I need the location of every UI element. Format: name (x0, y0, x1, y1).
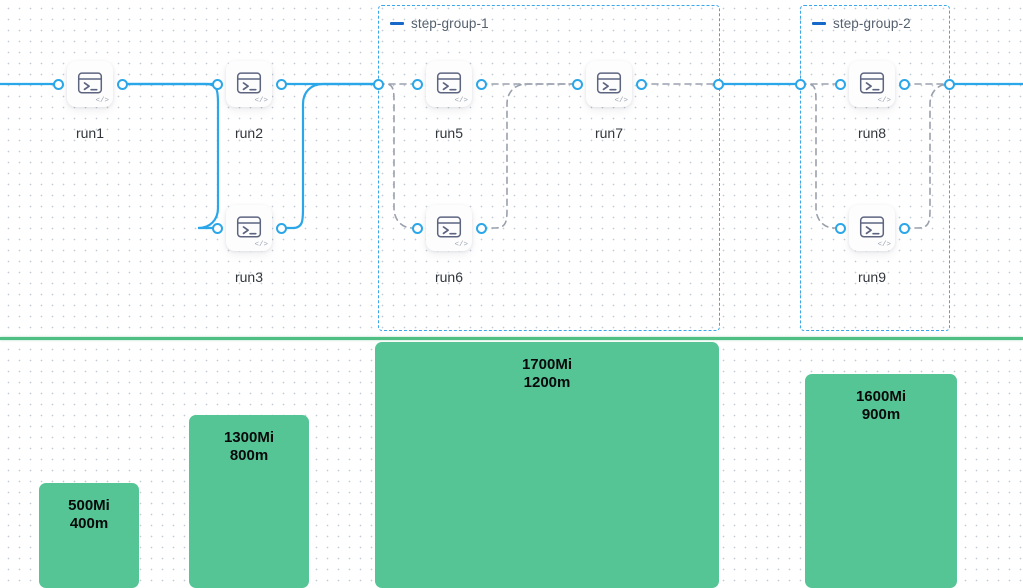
step-group-header[interactable]: step-group-1 (390, 16, 489, 31)
terminal-icon (859, 216, 885, 238)
node-run6[interactable]: </> (426, 205, 472, 251)
handle-group2-out[interactable] (943, 78, 955, 90)
code-icon[interactable]: </> (95, 96, 109, 105)
terminal-icon (436, 72, 462, 94)
node-label-run6: run6 (434, 269, 464, 285)
terminal-icon (236, 72, 262, 94)
bar-cpu-value: 800m (229, 447, 269, 465)
handle-run2-out[interactable] (275, 78, 287, 90)
handle-run9-in[interactable] (834, 222, 846, 234)
terminal-icon (596, 72, 622, 94)
terminal-icon (859, 72, 885, 94)
node-run2[interactable]: </> (226, 61, 272, 107)
code-icon[interactable]: </> (454, 240, 468, 249)
handle-run5-in[interactable] (411, 78, 423, 90)
handle-run3-out[interactable] (275, 222, 287, 234)
node-label-run5: run5 (434, 125, 464, 141)
node-label-run9: run9 (857, 269, 887, 285)
bar-cpu-value: 1200m (523, 374, 571, 392)
handle-run2-in[interactable] (211, 78, 223, 90)
handle-run3-in[interactable] (211, 222, 223, 234)
timeline-separator (0, 337, 1023, 340)
handle-group2-in[interactable] (794, 78, 806, 90)
node-label-run3: run3 (234, 269, 264, 285)
minus-icon[interactable] (390, 22, 404, 25)
node-run8[interactable]: </> (849, 61, 895, 107)
step-group-label: step-group-2 (833, 16, 911, 31)
bar-memory-value: 1700Mi (521, 356, 573, 373)
bar-cpu-value: 400m (69, 515, 109, 533)
code-icon[interactable]: </> (877, 96, 891, 105)
node-run7[interactable]: </> (586, 61, 632, 107)
handle-run1-in[interactable] (52, 78, 64, 90)
node-run5[interactable]: </> (426, 61, 472, 107)
handle-run8-in[interactable] (834, 78, 846, 90)
code-icon[interactable]: </> (454, 96, 468, 105)
bar-memory-value: 1600Mi (855, 388, 907, 405)
bar-memory-value: 1300Mi (223, 429, 275, 446)
code-icon[interactable]: </> (254, 96, 268, 105)
node-label-run2: run2 (234, 125, 264, 141)
node-run9[interactable]: </> (849, 205, 895, 251)
bar-cpu-value: 900m (861, 406, 901, 424)
handle-run5-out[interactable] (475, 78, 487, 90)
code-icon[interactable]: </> (254, 240, 268, 249)
handle-run7-in[interactable] (571, 78, 583, 90)
minus-icon[interactable] (812, 22, 826, 25)
bar-memory-value: 500Mi (68, 497, 110, 514)
handle-run9-out[interactable] (898, 222, 910, 234)
terminal-icon (236, 216, 262, 238)
step-group-header[interactable]: step-group-2 (812, 16, 911, 31)
handle-run7-out[interactable] (635, 78, 647, 90)
terminal-icon (436, 216, 462, 238)
handle-run8-out[interactable] (898, 78, 910, 90)
handle-group1-out[interactable] (712, 78, 724, 90)
node-label-run1: run1 (75, 125, 105, 141)
step-group-label: step-group-1 (411, 16, 489, 31)
code-icon[interactable]: </> (614, 96, 628, 105)
handle-run6-out[interactable] (475, 222, 487, 234)
node-label-run8: run8 (857, 125, 887, 141)
terminal-icon (77, 72, 103, 94)
handle-run6-in[interactable] (411, 222, 423, 234)
node-run3[interactable]: </> (226, 205, 272, 251)
node-run1[interactable]: </> (67, 61, 113, 107)
code-icon[interactable]: </> (877, 240, 891, 249)
handle-group1-in[interactable] (372, 78, 384, 90)
node-label-run7: run7 (594, 125, 624, 141)
handle-run1-out[interactable] (116, 78, 128, 90)
